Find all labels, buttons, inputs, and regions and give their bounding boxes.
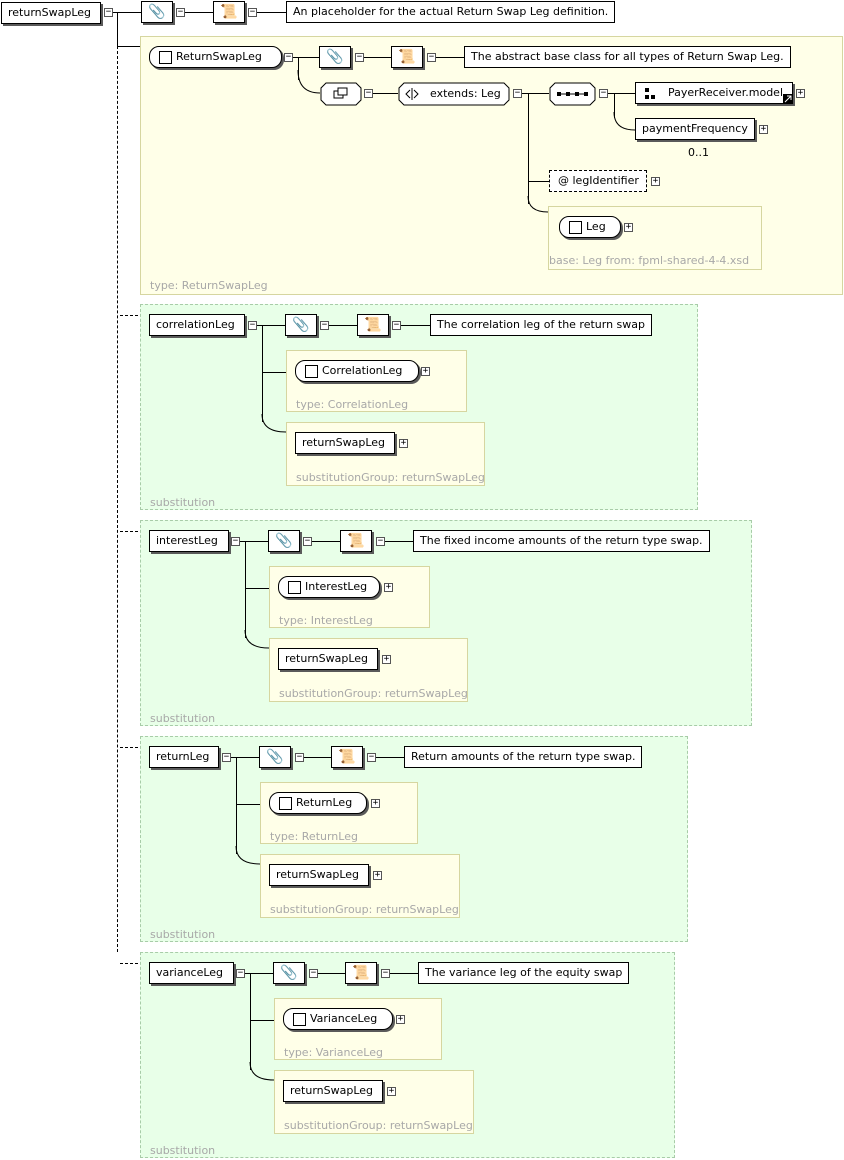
extension-label: extends: Leg (430, 87, 501, 100)
group-footer: substitutionGroup: returnSwapLeg (296, 471, 485, 484)
substitution-footer: substitution (150, 928, 216, 941)
substitution-footer: substitution (150, 712, 216, 725)
type-node[interactable]: ReturnLeg (269, 792, 367, 814)
group-ref-node[interactable]: PayerReceiver.model (635, 82, 793, 104)
link-arrow-icon (783, 94, 793, 104)
type-footer: type: ReturnSwapLeg (150, 279, 268, 292)
type-node[interactable]: CorrelationLeg (295, 360, 419, 382)
abstract-type-panel: type: ReturnSwapLeg (140, 36, 843, 295)
scroll-icon: 📜 (391, 46, 423, 68)
substitution-documentation: The correlation leg of the return swap (430, 314, 653, 336)
substitution-element[interactable]: correlationLeg (149, 314, 245, 336)
collapse-toggle[interactable]: − (104, 7, 113, 17)
expand-toggle[interactable]: + (651, 176, 660, 186)
scroll-icon: 📜 (213, 1, 245, 23)
type-footer: type: InterestLeg (279, 614, 373, 627)
expand-toggle[interactable]: + (399, 438, 408, 448)
collapse-toggle[interactable]: − (367, 752, 376, 762)
substitution-footer: substitution (150, 1144, 216, 1157)
collapse-toggle[interactable]: − (355, 52, 364, 62)
collapse-toggle[interactable]: − (427, 52, 436, 62)
substitution-element[interactable]: varianceLeg (149, 962, 234, 984)
collapse-toggle[interactable]: − (513, 88, 522, 98)
type-footer: type: ReturnLeg (270, 830, 358, 843)
substitution-documentation: The variance leg of the equity swap (418, 962, 630, 984)
expand-toggle[interactable]: + (759, 124, 768, 134)
collapse-toggle[interactable]: − (236, 968, 245, 978)
substitution-footer: substitution (150, 496, 216, 509)
complex-content-icon (320, 82, 362, 106)
base-footer: base: Leg from: fpml-shared-4-4.xsd (549, 254, 750, 267)
collapse-toggle[interactable]: − (392, 320, 401, 330)
type-icon (569, 221, 582, 234)
paperclip-icon: 📎 (319, 46, 351, 68)
group-ref-node[interactable]: returnSwapLeg (269, 864, 369, 886)
scroll-icon: 📜 (357, 314, 389, 336)
root-element[interactable]: returnSwapLeg (1, 2, 101, 24)
collapse-toggle[interactable]: − (248, 7, 257, 17)
type-icon (305, 365, 318, 378)
collapse-toggle[interactable]: − (284, 52, 293, 62)
collapse-toggle[interactable]: − (309, 968, 318, 978)
substitution-documentation: Return amounts of the return type swap. (404, 746, 643, 768)
collapse-toggle[interactable]: − (176, 7, 185, 17)
abstract-type-node[interactable]: ReturnSwapLeg (149, 46, 282, 68)
collapse-toggle[interactable]: − (248, 320, 257, 330)
abstract-documentation: The abstract base class for all types of… (464, 46, 791, 68)
paperclip-icon: 📎 (268, 530, 300, 552)
type-footer: type: CorrelationLeg (296, 398, 409, 411)
expand-toggle[interactable]: + (421, 366, 430, 376)
substitution-element[interactable]: returnLeg (149, 746, 219, 768)
collapse-toggle[interactable]: − (599, 88, 608, 98)
type-node[interactable]: VarianceLeg (283, 1008, 393, 1030)
expand-toggle[interactable]: + (796, 88, 805, 98)
expand-toggle[interactable]: + (387, 1086, 396, 1096)
type-icon (159, 51, 172, 64)
collapse-toggle[interactable]: − (381, 968, 390, 978)
payment-frequency-node[interactable]: paymentFrequency (635, 118, 755, 140)
collapse-toggle[interactable]: − (376, 536, 385, 546)
paperclip-icon: 📎 (285, 314, 317, 336)
root-documentation: An placeholder for the actual Return Swa… (286, 1, 616, 23)
extension-icon (398, 82, 510, 106)
group-footer: substitutionGroup: returnSwapLeg (270, 903, 459, 916)
scroll-icon: 📜 (340, 530, 372, 552)
cardinality-label: 0..1 (688, 146, 709, 159)
type-icon (279, 797, 292, 810)
type-icon (288, 581, 301, 594)
group-ref-node[interactable]: returnSwapLeg (283, 1080, 383, 1102)
type-node[interactable]: InterestLeg (278, 576, 380, 598)
expand-toggle[interactable]: + (373, 870, 382, 880)
expand-toggle[interactable]: + (382, 654, 391, 664)
group-ref-node[interactable]: returnSwapLeg (278, 648, 378, 670)
expand-toggle[interactable]: + (396, 1014, 405, 1024)
collapse-toggle[interactable]: − (303, 536, 312, 546)
paperclip-icon: 📎 (259, 746, 291, 768)
expand-toggle[interactable]: + (384, 582, 393, 592)
base-type-node[interactable]: Leg (559, 216, 621, 238)
collapse-toggle[interactable]: − (295, 752, 304, 762)
sequence-icon (549, 82, 596, 106)
group-ref-node[interactable]: returnSwapLeg (295, 432, 395, 454)
paperclip-icon: 📎 (141, 1, 173, 23)
collapse-toggle[interactable]: − (222, 752, 231, 762)
expand-toggle[interactable]: + (624, 222, 633, 232)
scroll-icon: 📜 (345, 962, 377, 984)
paperclip-icon: 📎 (273, 962, 305, 984)
at-icon: @ (558, 174, 569, 187)
group-icon (645, 88, 655, 99)
group-footer: substitutionGroup: returnSwapLeg (284, 1119, 473, 1132)
attribute-node[interactable]: @ legIdentifier (549, 170, 647, 192)
collapse-toggle[interactable]: − (320, 320, 329, 330)
substitution-documentation: The fixed income amounts of the return t… (413, 530, 710, 552)
scroll-icon: 📜 (331, 746, 363, 768)
expand-toggle[interactable]: + (371, 798, 380, 808)
substitution-element[interactable]: interestLeg (149, 530, 229, 552)
collapse-toggle[interactable]: − (364, 88, 373, 98)
type-footer: type: VarianceLeg (284, 1046, 383, 1059)
type-icon (293, 1013, 306, 1026)
group-footer: substitutionGroup: returnSwapLeg (279, 687, 468, 700)
collapse-toggle[interactable]: − (231, 536, 240, 546)
